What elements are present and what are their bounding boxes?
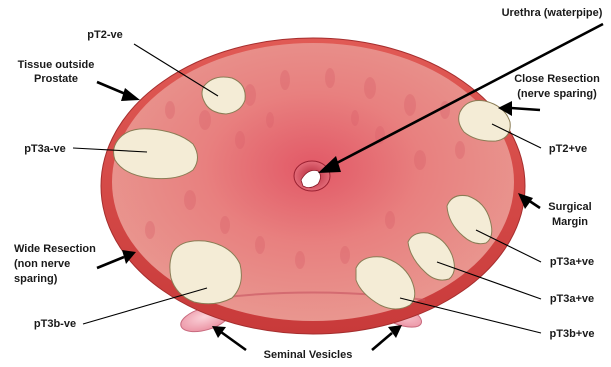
label-pt3b-neg: pT3b-ve (34, 318, 76, 330)
label-pt3a-pos-lower: pT3a+ve (550, 293, 594, 305)
label-pt2-pos: pT2+ve (549, 143, 587, 155)
label-pt3b-pos: pT3b+ve (550, 328, 595, 340)
label-tissue-outside-line2: Prostate (34, 73, 78, 85)
label-pt3a-neg: pT3a-ve (24, 143, 66, 155)
label-surgical-margin-line2: Margin (552, 216, 588, 228)
label-wide-resection-line1: Wide Resection (14, 243, 96, 255)
label-pt2-neg: pT2-ve (87, 29, 122, 41)
label-wide-resection-line2: (non nerve (14, 258, 70, 270)
label-urethra: Urethra (waterpipe) (502, 7, 603, 19)
label-pt3a-pos-upper: pT3a+ve (550, 256, 594, 268)
label-tissue-outside-line1: Tissue outside (18, 59, 95, 71)
label-close-resection-line1: Close Resection (514, 73, 600, 85)
label-wide-resection-line3: sparing) (14, 273, 58, 285)
label-close-resection-line2: (nerve sparing) (517, 88, 597, 100)
label-surgical-margin-line1: Surgical (548, 201, 591, 213)
label-seminal-vesicles: Seminal Vesicles (264, 349, 353, 361)
